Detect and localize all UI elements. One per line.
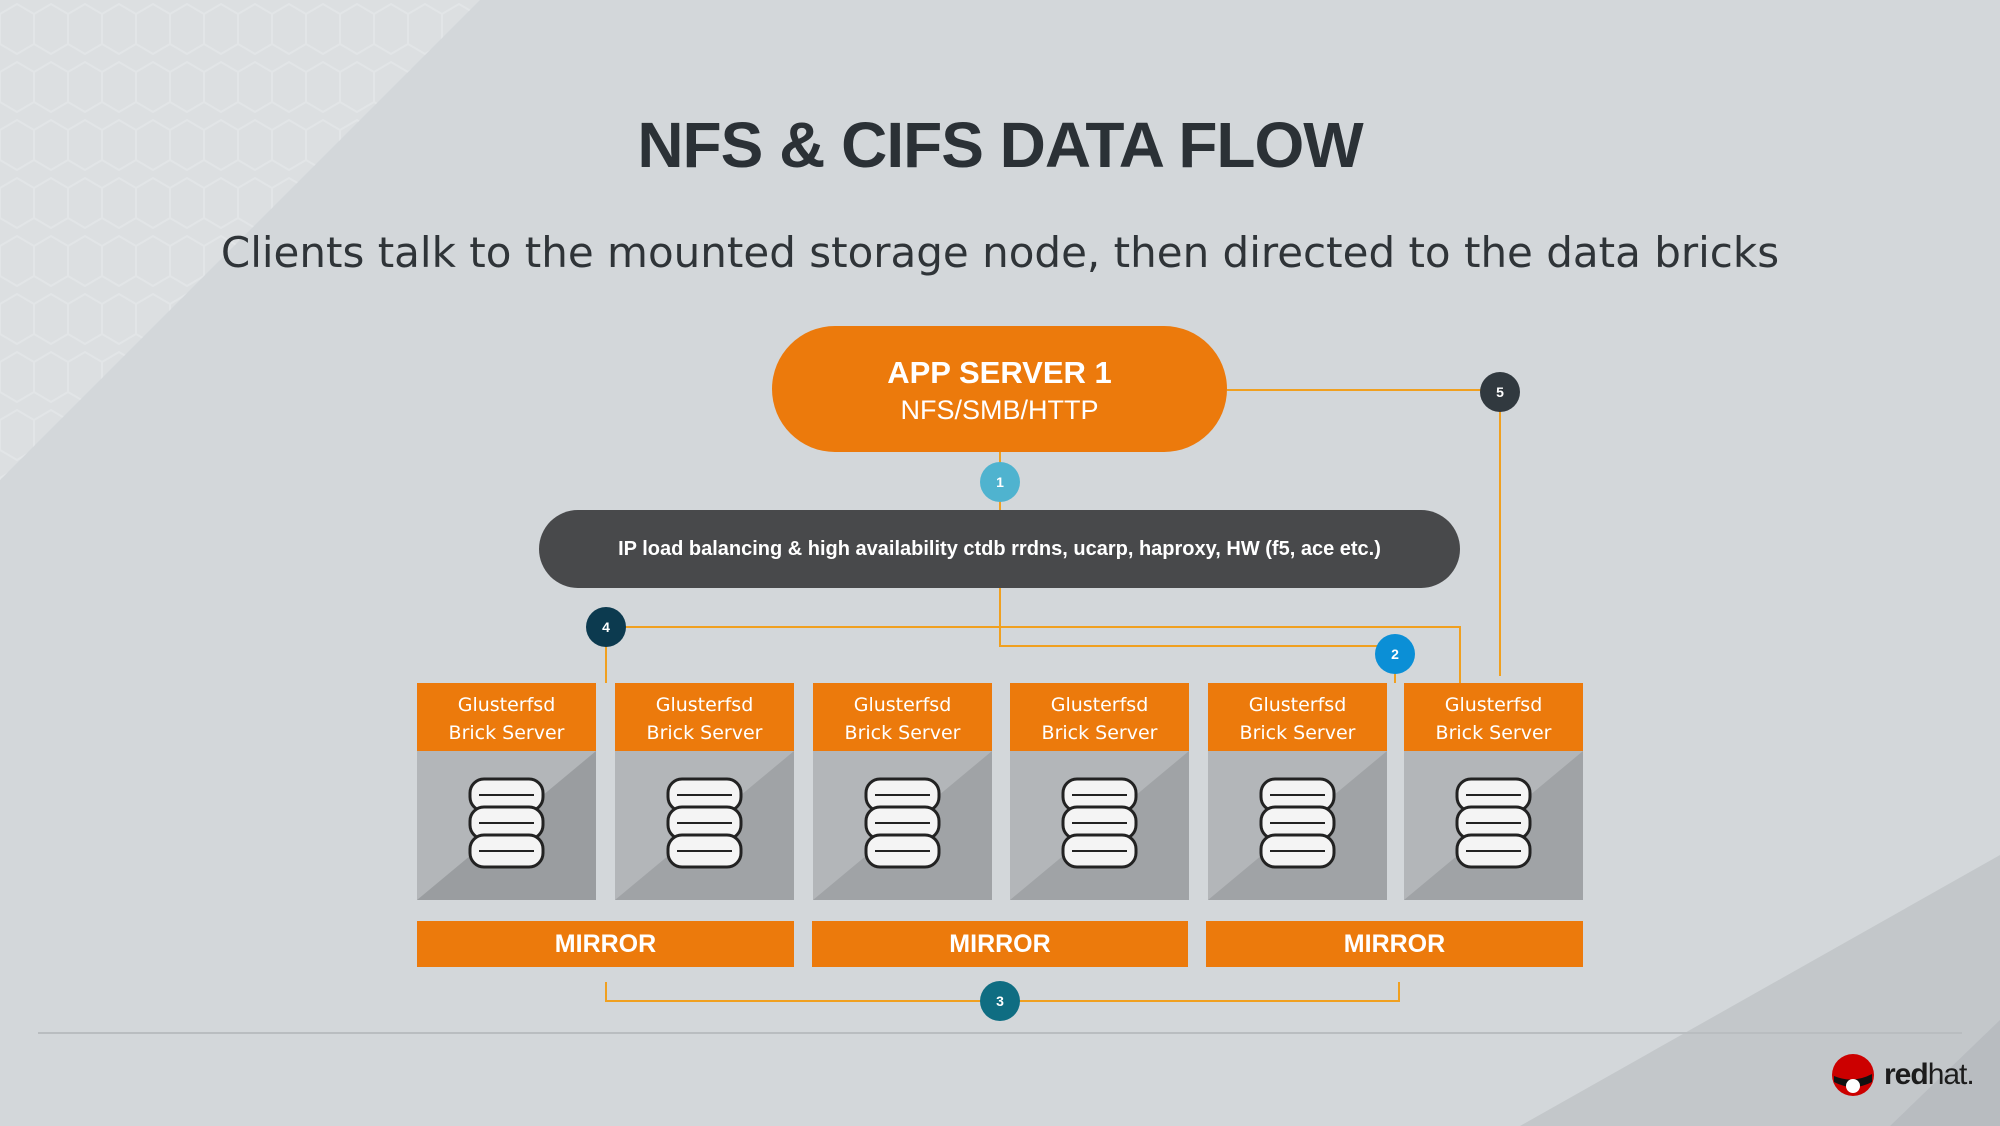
load-balancer-bar: IP load balancing & high availability ct… xyxy=(539,510,1460,588)
step-badge-3: 3 xyxy=(980,981,1020,1021)
logo-wordmark: redhat. xyxy=(1884,1058,1975,1091)
slide-subtitle: Clients talk to the mounted storage node… xyxy=(220,228,1780,277)
mirror-bar: MIRROR xyxy=(1206,921,1583,967)
database-icon xyxy=(417,751,596,900)
redhat-logo: redhat. xyxy=(1830,1052,1975,1098)
step-badge-5: 5 xyxy=(1480,372,1520,412)
shadowman-icon xyxy=(1832,1054,1874,1096)
database-icon xyxy=(1010,751,1189,900)
app-server-name: APP SERVER 1 xyxy=(887,355,1112,390)
app-server-node: APP SERVER 1 NFS/SMB/HTTP xyxy=(772,326,1227,452)
step-badge-4: 4 xyxy=(586,607,626,647)
app-server-protocols: NFS/SMB/HTTP xyxy=(900,395,1099,425)
database-icon xyxy=(615,751,794,900)
database-icon xyxy=(813,751,992,900)
database-icon xyxy=(1208,751,1387,900)
database-icon xyxy=(1404,751,1583,900)
step-badge-1: 1 xyxy=(980,462,1020,502)
step-badge-2: 2 xyxy=(1375,634,1415,674)
mirror-bar: MIRROR xyxy=(812,921,1188,967)
mirror-bar: MIRROR xyxy=(417,921,794,967)
slide-title: NFS & CIFS DATA FLOW xyxy=(637,109,1363,181)
